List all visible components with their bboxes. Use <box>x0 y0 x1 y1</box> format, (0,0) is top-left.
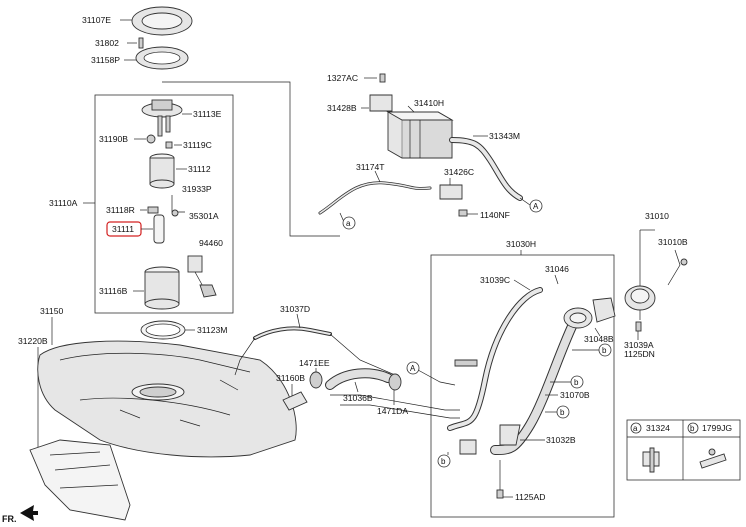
label-31150: 31150 <box>40 306 63 316</box>
callout-b-3: b <box>556 405 570 419</box>
canister-31410h <box>386 111 454 159</box>
legend-b-marker: b <box>687 422 699 434</box>
pump-module-box <box>94 94 234 314</box>
label-31039a: 31039A <box>624 340 654 350</box>
svg-text:b: b <box>441 457 446 466</box>
fuel-door-31048b <box>592 297 616 323</box>
callout-b-2: b <box>570 375 584 389</box>
filler-neck-box <box>430 254 615 518</box>
fuel-cap-31010 <box>624 285 656 311</box>
label-31220b: 31220B <box>18 336 48 346</box>
tether-ring <box>680 258 688 266</box>
label-31116b: 31116B <box>99 286 128 296</box>
screw-31802 <box>138 37 144 49</box>
label-31010b: 31010B <box>658 237 688 247</box>
label-31032b: 31032B <box>546 435 576 445</box>
label-31343m: 31343M <box>489 131 520 141</box>
label-31174t: 31174T <box>356 162 385 172</box>
label-31010: 31010 <box>645 211 669 221</box>
ring-31158p <box>135 46 189 70</box>
bolt-1140nf <box>458 209 468 217</box>
sender-94460 <box>187 255 206 291</box>
label-31123m: 31123M <box>197 325 227 335</box>
label-31113e: 31113E <box>193 109 222 119</box>
ring-31123m <box>140 320 186 340</box>
callout-b-1: b <box>598 343 612 357</box>
filter-cup-31112 <box>149 153 175 189</box>
label-94460: 94460 <box>199 238 223 248</box>
svg-text:a: a <box>633 424 638 433</box>
svg-text:FR.: FR. <box>2 514 17 524</box>
label-31426c: 31426C <box>444 167 474 177</box>
filler-neck-head <box>563 307 593 329</box>
callout-b-4: b <box>437 454 451 468</box>
bolt-1125ad <box>496 489 504 499</box>
svg-text:a: a <box>346 219 351 228</box>
label-31158p: 31158P <box>91 55 120 65</box>
label-1125dn: 1125DN <box>624 349 655 359</box>
label-1327ac: 1327AC <box>327 73 358 83</box>
callout-A-upper: A <box>529 199 543 213</box>
callout-A-lower: A <box>406 361 420 375</box>
part-31119c <box>165 141 173 149</box>
callout-a-upper: a <box>342 216 356 230</box>
label-31107e: 31107E <box>82 15 111 25</box>
label-31428b: 31428B <box>327 103 357 113</box>
part-31160b <box>282 391 308 411</box>
label-1125ad: 1125AD <box>515 492 545 502</box>
pump-flange-31113e <box>141 99 183 137</box>
label-35301a: 35301A <box>189 211 219 221</box>
label-1471da: 1471DA <box>377 406 408 416</box>
legend-box <box>626 419 741 481</box>
clip-1799jg-icon <box>699 448 727 469</box>
gasket-31107e <box>131 6 193 36</box>
pump-motor-31111 <box>153 214 165 244</box>
bracket-31428b <box>369 94 393 112</box>
svg-text:b: b <box>574 378 579 387</box>
front-direction-arrow: FR. <box>2 505 38 524</box>
label-31070b: 31070B <box>560 390 590 400</box>
label-31112: 31112 <box>188 164 211 174</box>
label-31046: 31046 <box>545 264 569 274</box>
fuel-tank-31150 <box>37 340 297 458</box>
label-31110a: 31110A <box>49 198 78 208</box>
svg-text:A: A <box>533 202 539 211</box>
bolt-1327ac <box>379 73 386 83</box>
svg-text:b: b <box>602 346 607 355</box>
part-31118r <box>147 206 159 214</box>
legend-label-1799jg: 1799JG <box>702 423 732 433</box>
clamp-1471da <box>388 373 402 391</box>
svg-text:A: A <box>410 364 416 373</box>
label-31410h: 31410H <box>414 98 444 108</box>
label-31802: 31802 <box>95 38 119 48</box>
label-31190b: 31190B <box>99 134 128 144</box>
label-31111: 31111 <box>112 224 134 234</box>
label-31933p: 31933P <box>182 184 212 194</box>
label-31037d: 31037D <box>280 304 310 314</box>
label-1140nf: 1140NF <box>480 210 510 220</box>
legend-label-31324: 31324 <box>646 423 670 433</box>
label-31030h: 31030H <box>506 239 536 249</box>
label-31039c: 31039C <box>480 275 510 285</box>
screw-31039a <box>635 321 642 332</box>
svg-text:b: b <box>690 424 695 433</box>
reservoir-31116b <box>144 266 217 310</box>
label-31160b: 31160B <box>276 373 305 383</box>
clamp-1471ee <box>309 371 323 389</box>
label-31036b: 31036B <box>343 393 373 403</box>
bracket-lower-1 <box>454 359 521 455</box>
bracket-31426c <box>439 184 463 200</box>
clip-31324-icon <box>642 447 660 473</box>
label-31048b: 31048B <box>584 334 614 344</box>
label-31119c: 31119C <box>183 140 212 150</box>
heat-shield-31220b <box>29 439 131 521</box>
legend-a-marker: a <box>630 422 642 434</box>
sensor-35301a <box>171 209 179 217</box>
label-1471ee: 1471EE <box>299 358 330 368</box>
svg-text:b: b <box>560 408 565 417</box>
label-31118r: 31118R <box>106 205 135 215</box>
part-31190b <box>146 134 156 144</box>
